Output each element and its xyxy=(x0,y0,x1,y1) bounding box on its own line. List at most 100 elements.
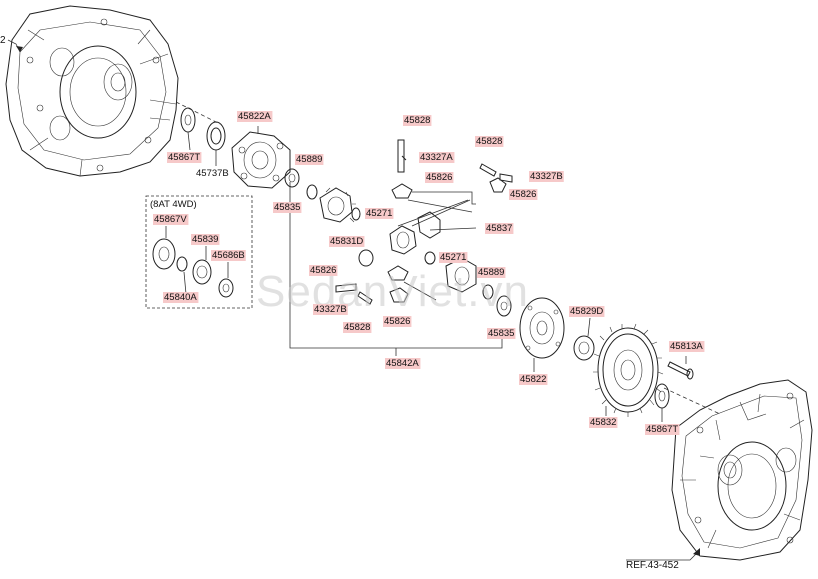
label-highlight xyxy=(519,374,548,385)
differential-assembly xyxy=(284,139,513,356)
part-label-43327b: 43327B xyxy=(529,171,564,182)
part-number-text: 45686B xyxy=(212,250,245,261)
part-label-45737b: 45737B xyxy=(196,168,229,179)
part-label-45867t: 45867T xyxy=(645,424,680,435)
part-label-45686b: 45686B xyxy=(211,250,246,261)
part-number-text: 45826 xyxy=(426,172,452,183)
part-number-text: 45889 xyxy=(478,267,504,278)
label-highlight xyxy=(509,189,538,200)
part-number-text: 45867V xyxy=(154,214,187,225)
label-highlight xyxy=(153,214,189,225)
label-highlight xyxy=(529,171,564,182)
part-label-45889: 45889 xyxy=(295,154,324,165)
label-highlight xyxy=(669,341,705,352)
bearing-45829D xyxy=(573,317,595,361)
ref-label-bottom-right: REF.43-452 xyxy=(626,560,679,571)
part-number-text: 45889 xyxy=(296,154,322,165)
bolt-45813A xyxy=(667,356,694,380)
part-label-45867v: 45867V xyxy=(153,214,189,225)
label-highlight xyxy=(403,115,432,126)
label-highlight xyxy=(273,202,302,213)
label-highlight xyxy=(343,322,372,333)
part-number-text: 45737B xyxy=(196,168,229,179)
label-highlight xyxy=(645,424,680,435)
part-number-text: 43327A xyxy=(420,152,453,163)
part-number-text: 43327B xyxy=(314,304,347,315)
label-highlight xyxy=(383,316,412,327)
part-number-text: 45867T xyxy=(168,152,200,163)
ref-arrow-bottom-right: REF.43-452 xyxy=(626,548,700,571)
inset-title: (8AT 4WD) xyxy=(150,199,197,210)
transmission-case-right xyxy=(671,379,813,561)
part-labels: 45867T 45822A 45737B 45828 43327A 45826 45828 4… xyxy=(153,111,705,435)
part-label-45832: 45832 xyxy=(589,417,618,428)
part-label-43327a: 43327A xyxy=(419,152,455,163)
label-highlight xyxy=(477,267,506,278)
part-label-45842a: 45842A xyxy=(385,358,421,369)
ref-arrow-top-left: 2 xyxy=(0,35,23,53)
part-number-text: 45826 xyxy=(510,189,536,200)
inset-8at-4wd: (8AT 4WD) xyxy=(145,195,253,309)
part-number-text: 45840A xyxy=(164,292,197,303)
part-number-text: 45831D xyxy=(330,236,363,247)
part-label-45831d: 45831D xyxy=(329,236,365,247)
diff-case-45822A xyxy=(231,126,291,189)
label-highlight xyxy=(419,152,455,163)
part-label-45813a: 45813A xyxy=(669,341,705,352)
part-label-45835: 45835 xyxy=(273,202,302,213)
transmission-case-left xyxy=(5,5,179,177)
part-number-text: 45832 xyxy=(590,417,616,428)
label-highlight xyxy=(163,292,199,303)
label-highlight xyxy=(487,328,516,339)
part-label-45829d: 45829D xyxy=(569,306,605,317)
label-highlight xyxy=(569,306,605,317)
seal-45737B xyxy=(206,121,226,166)
part-label-45822: 45822 xyxy=(519,374,548,385)
label-highlight xyxy=(385,358,421,369)
part-label-45839: 45839 xyxy=(191,234,220,245)
label-highlight xyxy=(439,252,468,263)
part-number-text: 45828 xyxy=(404,115,430,126)
part-label-43327b: 43327B xyxy=(313,304,348,315)
part-number-text: 45837 xyxy=(486,223,512,234)
part-number-text: 45828 xyxy=(344,322,370,333)
part-label-45826: 45826 xyxy=(425,172,454,183)
label-highlight xyxy=(191,234,220,245)
part-label-45840a: 45840A xyxy=(163,292,199,303)
axis-line-top xyxy=(175,101,221,125)
part-label-45828: 45828 xyxy=(343,322,372,333)
part-number-text: 45826 xyxy=(384,316,410,327)
label-highlight xyxy=(309,265,338,276)
part-number-text: 45271 xyxy=(440,252,466,263)
final-gear-45832 xyxy=(593,323,664,417)
label-highlight xyxy=(485,223,514,234)
part-number-text: 45867T xyxy=(646,424,678,435)
label-highlight xyxy=(589,417,618,428)
part-number-text: 45835 xyxy=(274,202,300,213)
part-number-text: 45822A xyxy=(238,111,271,122)
label-highlight xyxy=(329,236,365,247)
part-number-text: 45826 xyxy=(310,265,336,276)
part-number-text: 45271 xyxy=(366,208,392,219)
label-highlight xyxy=(475,136,504,147)
part-label-45271: 45271 xyxy=(439,252,468,263)
ref-label-top-left: 2 xyxy=(0,35,6,46)
washer-45867T-top xyxy=(180,107,196,151)
label-highlight xyxy=(167,152,202,163)
part-label-45867t: 45867T xyxy=(167,152,202,163)
part-label-45826: 45826 xyxy=(309,265,338,276)
label-highlight xyxy=(365,208,394,219)
part-number-text: 45839 xyxy=(192,234,218,245)
label-highlight xyxy=(295,154,324,165)
part-label-45828: 45828 xyxy=(475,136,504,147)
pinion-shaft-top xyxy=(397,139,405,173)
label-highlight xyxy=(313,304,348,315)
part-label-45271: 45271 xyxy=(365,208,394,219)
part-label-45822a: 45822A xyxy=(237,111,273,122)
part-number-text: 45828 xyxy=(476,136,502,147)
washer-45867T-bottom xyxy=(654,383,670,422)
part-number-text: 45829D xyxy=(570,306,603,317)
part-number-text: 45842A xyxy=(386,358,419,369)
part-number-text: 43327B xyxy=(530,171,563,182)
label-highlight xyxy=(237,111,273,122)
